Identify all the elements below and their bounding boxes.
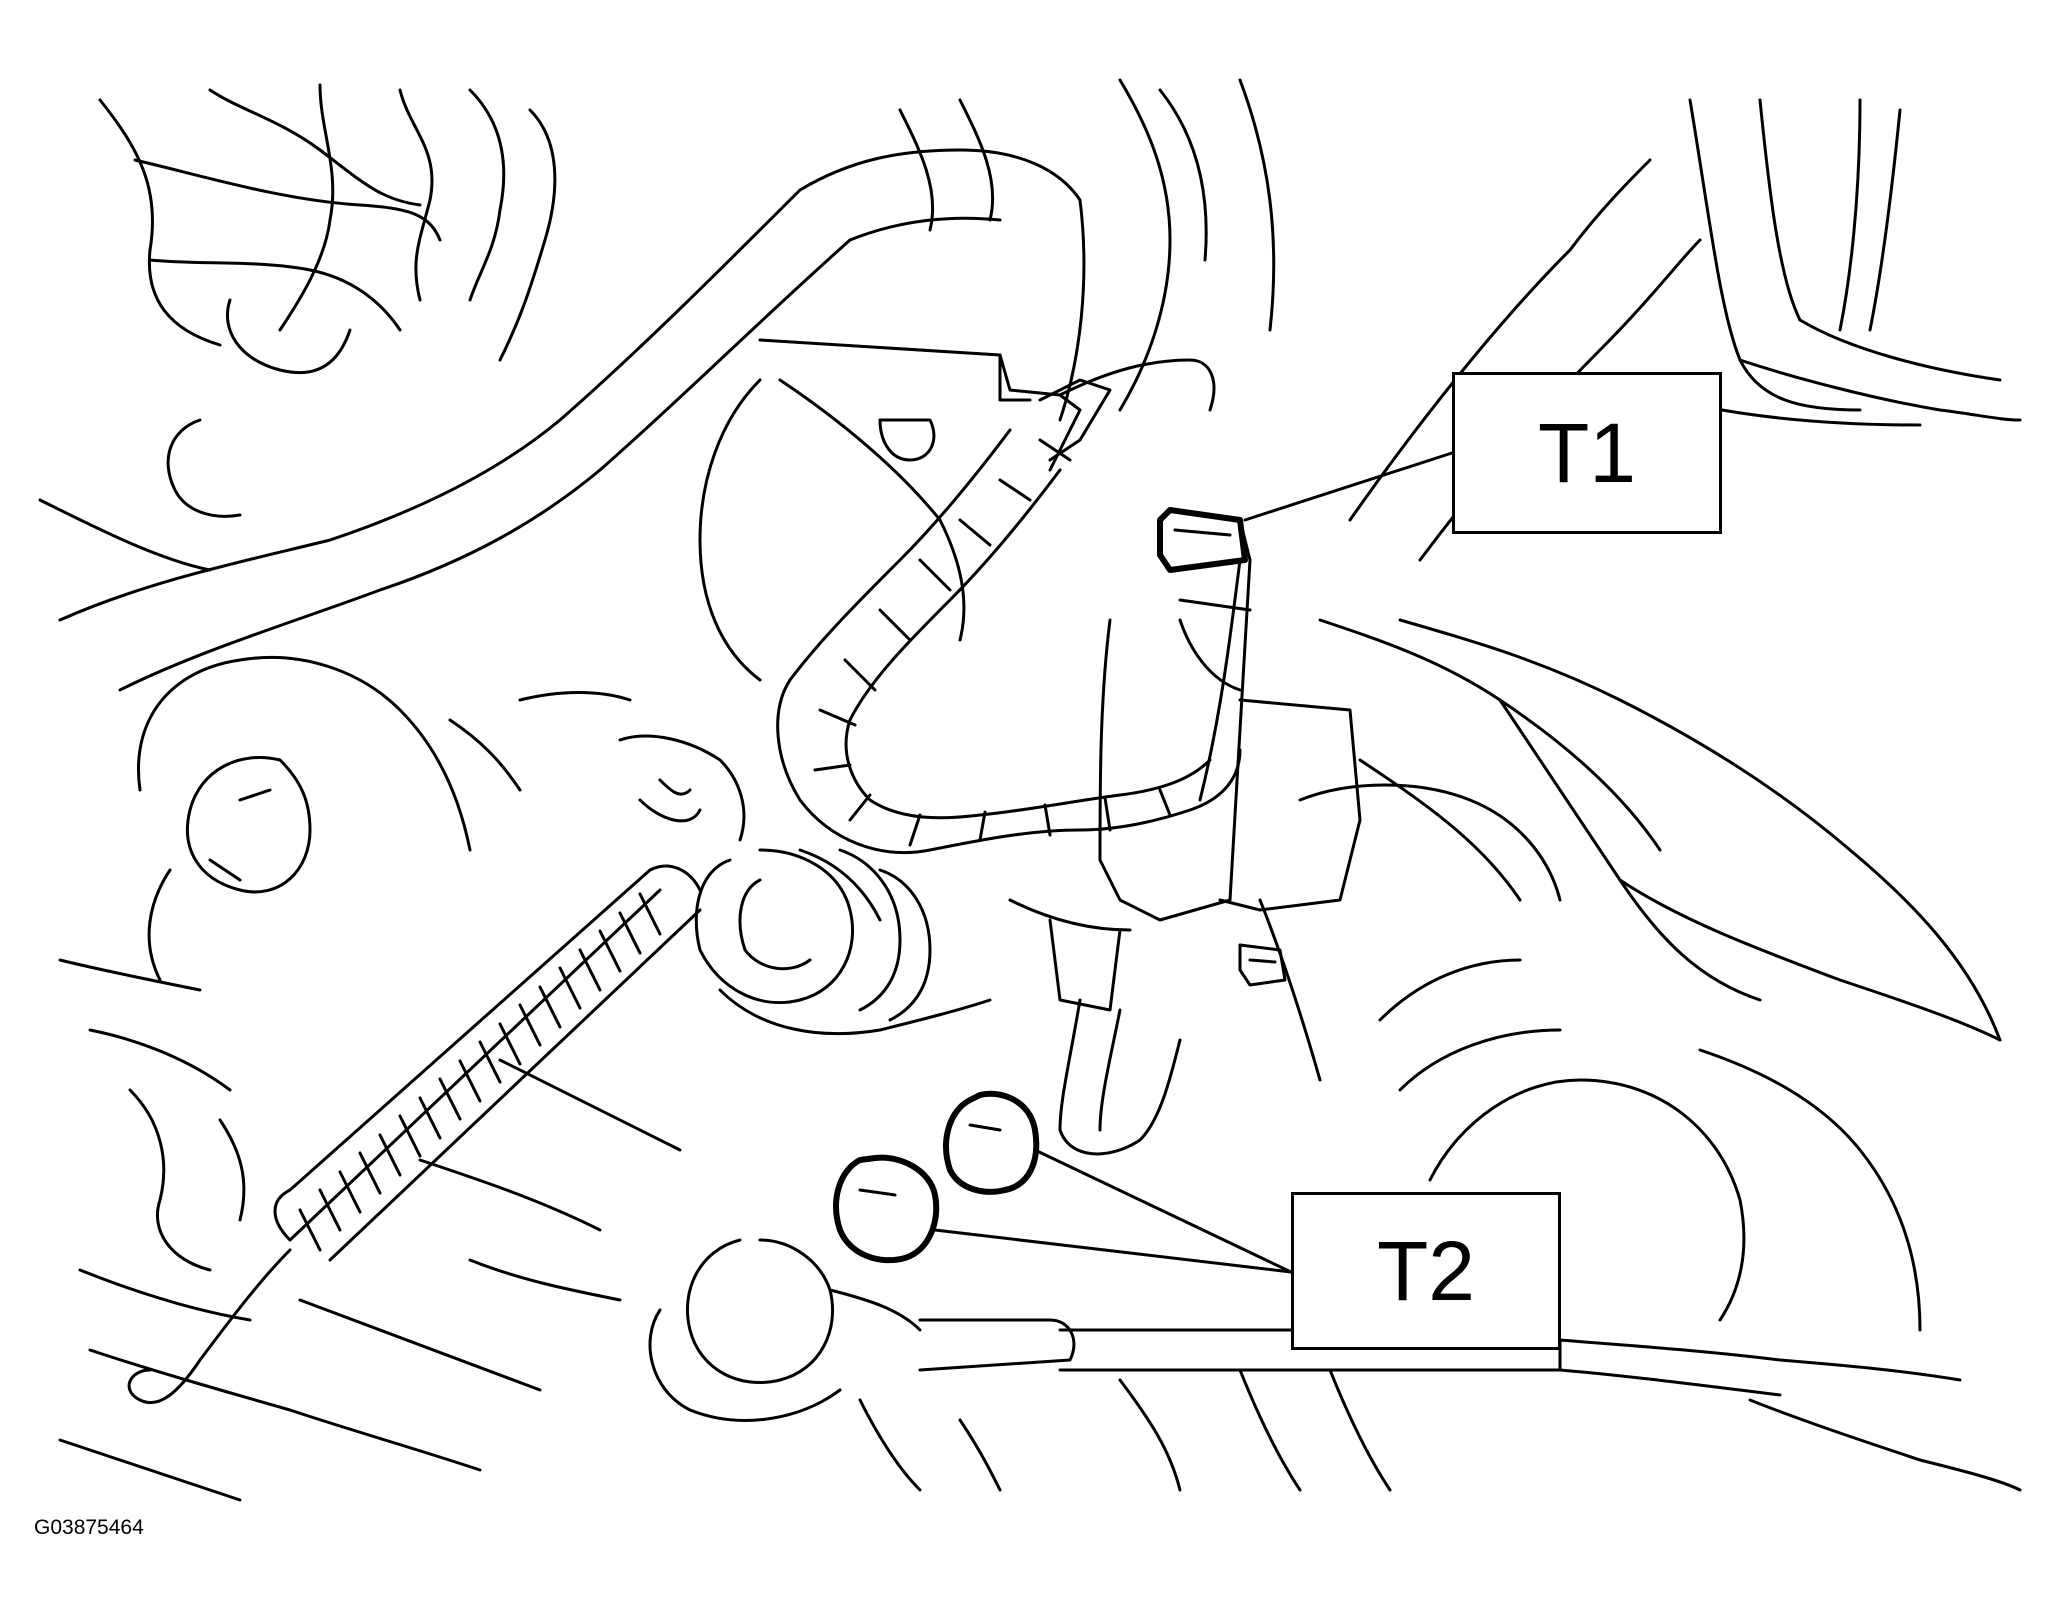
- o-rings-t2: [833, 1090, 1040, 1264]
- leader-line-t1: [1243, 451, 1454, 522]
- callout-label-t2: T2: [1291, 1192, 1561, 1350]
- lower-left-structure: [58, 958, 682, 1502]
- callout-text-t2: T2: [1376, 1223, 1476, 1318]
- small-bolt: [1238, 943, 1287, 987]
- callout-text-t1: T1: [1537, 405, 1637, 500]
- sensor-connector-assembly: [1008, 507, 1252, 1156]
- bushings: [694, 848, 992, 1036]
- return-spring: [127, 864, 702, 1405]
- lower-linkage: [648, 1238, 1962, 1492]
- o-ring-lower: [833, 1154, 940, 1264]
- lower-right-dome: [1378, 958, 2022, 1492]
- right-side-structure: [1298, 98, 2022, 1042]
- callout-label-t1: T1: [1452, 372, 1722, 534]
- o-ring-upper: [943, 1090, 1040, 1195]
- upper-left-hoses: [38, 83, 557, 572]
- figure-id: G03875464: [34, 1516, 144, 1539]
- central-bracket: [698, 338, 1362, 1082]
- mounting-bolt-t1: [1157, 507, 1248, 573]
- leader-lines: [933, 451, 1454, 1274]
- frame-members: [58, 78, 1276, 692]
- wiring-harness: [776, 378, 1242, 855]
- left-engine-mount: [137, 656, 746, 982]
- leader-line-t2-lower: [933, 1228, 1293, 1274]
- leader-line-t2-upper: [1033, 1148, 1293, 1274]
